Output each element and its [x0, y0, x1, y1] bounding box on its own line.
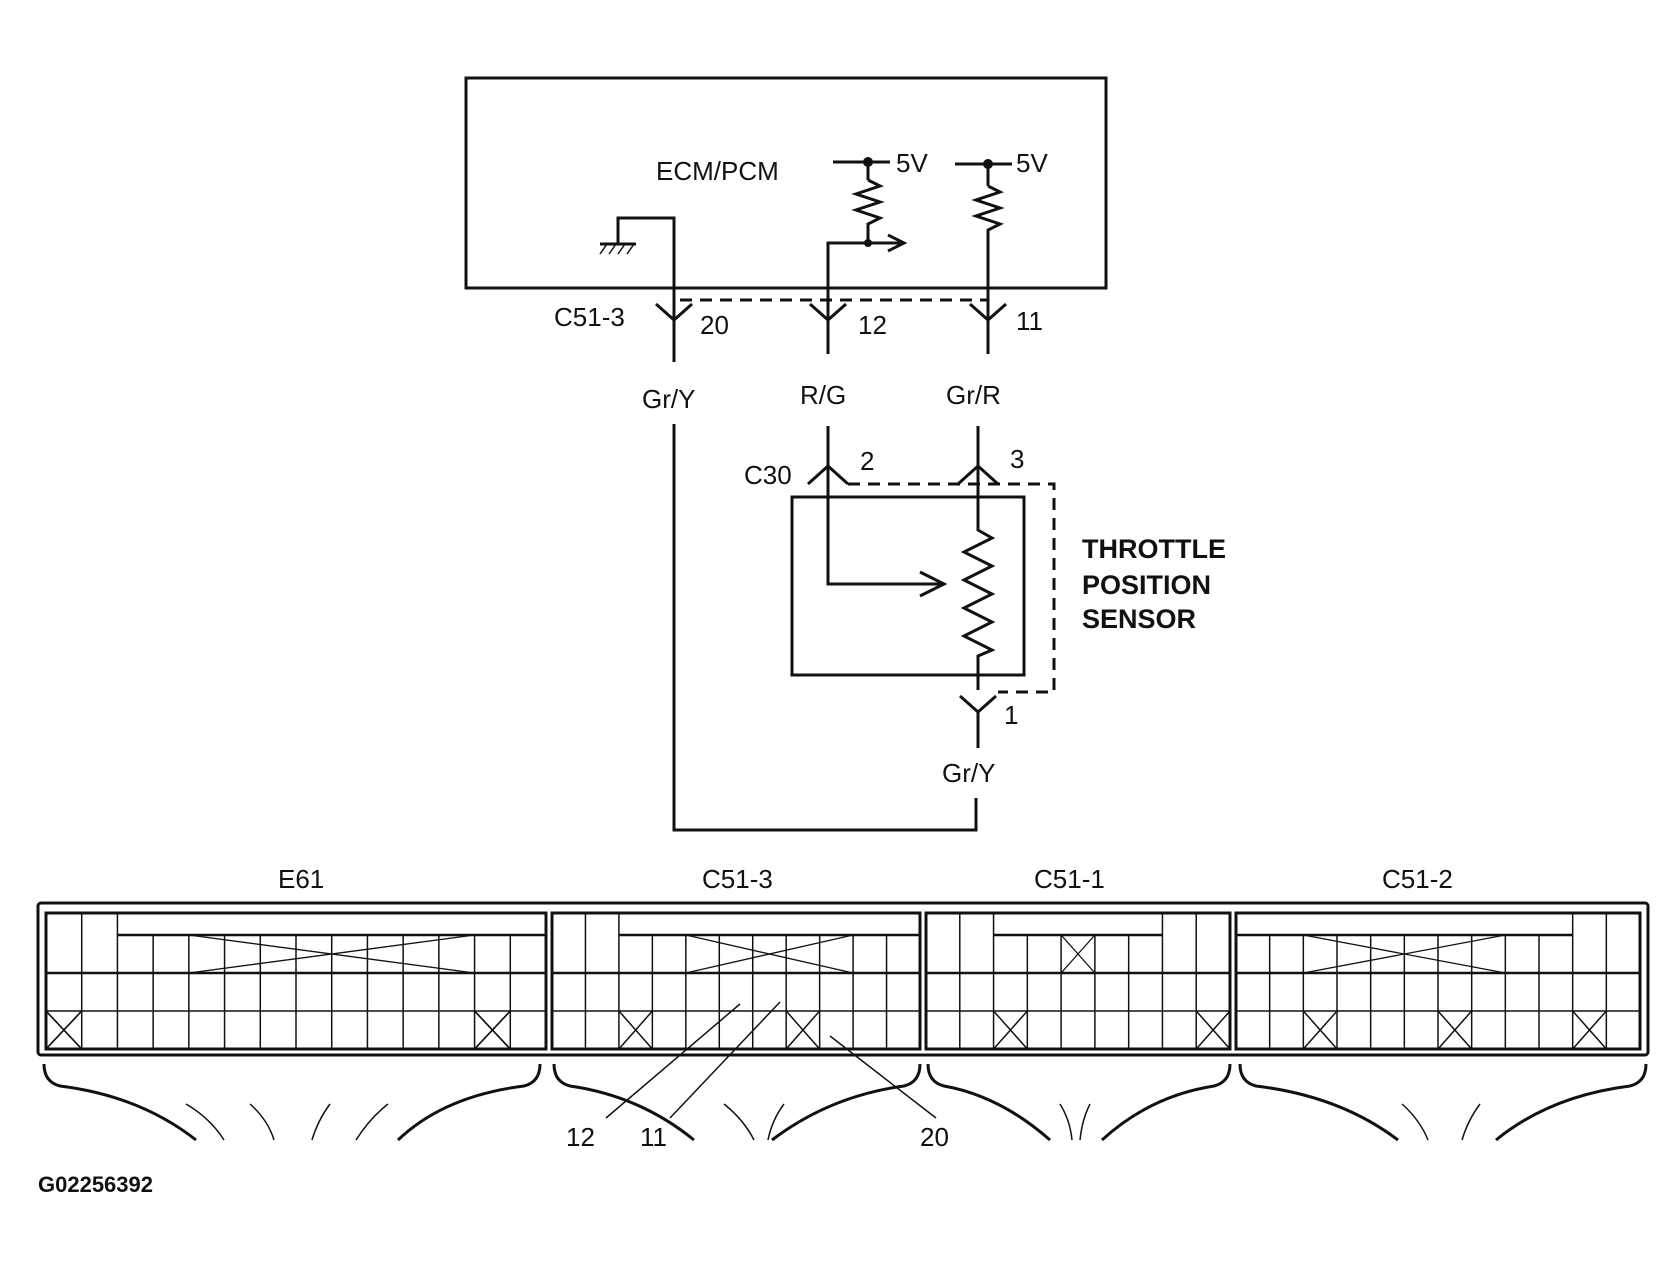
harness-braces	[42, 1063, 1648, 1142]
ecm-pcm-box	[464, 76, 1108, 290]
wire-color-sensor-ground: Gr/Y	[942, 758, 995, 788]
face-blank-cross	[188, 934, 475, 974]
connector-face	[924, 911, 1232, 1051]
callout-12: 12	[566, 1122, 595, 1152]
cell-cross-icon	[1302, 1010, 1338, 1050]
ecm-pin-20: 20	[700, 310, 729, 340]
ecm-connector-label: C51-3	[554, 302, 625, 332]
throttle-position-sensor-box	[790, 495, 1026, 677]
ecm-connector-dashed-housing	[672, 298, 990, 314]
callout-leader-20	[829, 1035, 937, 1119]
callout-20: 20	[920, 1122, 949, 1152]
sensor-dashed-housing	[848, 482, 1056, 694]
cell-cross-icon	[45, 1010, 83, 1050]
cell-cross-icon	[474, 1010, 511, 1050]
figure-reference-id: G02256392	[38, 1172, 153, 1197]
wire-color-signal: R/G	[800, 380, 846, 410]
sensor-pin-1: 1	[1004, 700, 1018, 730]
cell-cross-icon	[618, 1010, 653, 1050]
sensor-label-line1: THROTTLE	[1082, 534, 1226, 564]
ecm-pcm-label: ECM/PCM	[656, 156, 779, 186]
ground-symbol-icon	[599, 216, 676, 314]
sensor-wiper-line	[826, 470, 940, 586]
sensor-label-line2: POSITION	[1082, 570, 1211, 600]
supply-voltage-b: 5V	[1016, 148, 1048, 178]
cell-cross-icon	[1437, 1010, 1473, 1050]
sensor-resistor	[960, 470, 996, 690]
ecm-pin-11: 11	[1016, 306, 1043, 336]
connector-label-c51-3: C51-3	[702, 864, 773, 894]
callout-leader-11	[669, 1001, 781, 1119]
face-blank-cross	[685, 934, 854, 974]
wire-color-ground: Gr/Y	[642, 384, 695, 414]
face-blank-cross	[1303, 934, 1506, 974]
sensor-pin-1-icon	[959, 694, 997, 715]
callout-leader-12	[605, 1003, 741, 1119]
sensor-wiper-arrow-icon	[919, 570, 948, 598]
connector-face	[550, 911, 922, 1051]
connector-label-c51-2: C51-2	[1382, 864, 1453, 894]
cell-cross-icon	[785, 1010, 821, 1050]
sensor-label-line3: SENSOR	[1082, 604, 1196, 634]
ecm-reference-resistor	[955, 159, 1012, 354]
connector-faces	[44, 911, 1642, 1051]
supply-voltage-a: 5V	[896, 148, 928, 178]
ecm-pin-12: 12	[858, 310, 887, 340]
sensor-pin-3: 3	[1010, 444, 1024, 474]
connector-block-outline	[36, 901, 1650, 1057]
ecm-signal-potentiometer	[826, 157, 908, 354]
sensor-connector-pin-icon	[806, 463, 1000, 486]
cell-cross-icon	[992, 1010, 1028, 1050]
cell-cross-icon	[1195, 1010, 1231, 1050]
connector-label-c51-1: C51-1	[1034, 864, 1105, 894]
sensor-pin-2: 2	[860, 446, 874, 476]
cell-cross-icon	[1572, 1010, 1607, 1050]
wire-ground-return	[672, 424, 978, 832]
sensor-connector-label: C30	[744, 460, 792, 490]
connector-label-e61: E61	[278, 864, 324, 894]
callout-11: 11	[640, 1122, 667, 1152]
face-blank-cross	[1060, 934, 1096, 974]
wire-color-reference: Gr/R	[946, 380, 1001, 410]
